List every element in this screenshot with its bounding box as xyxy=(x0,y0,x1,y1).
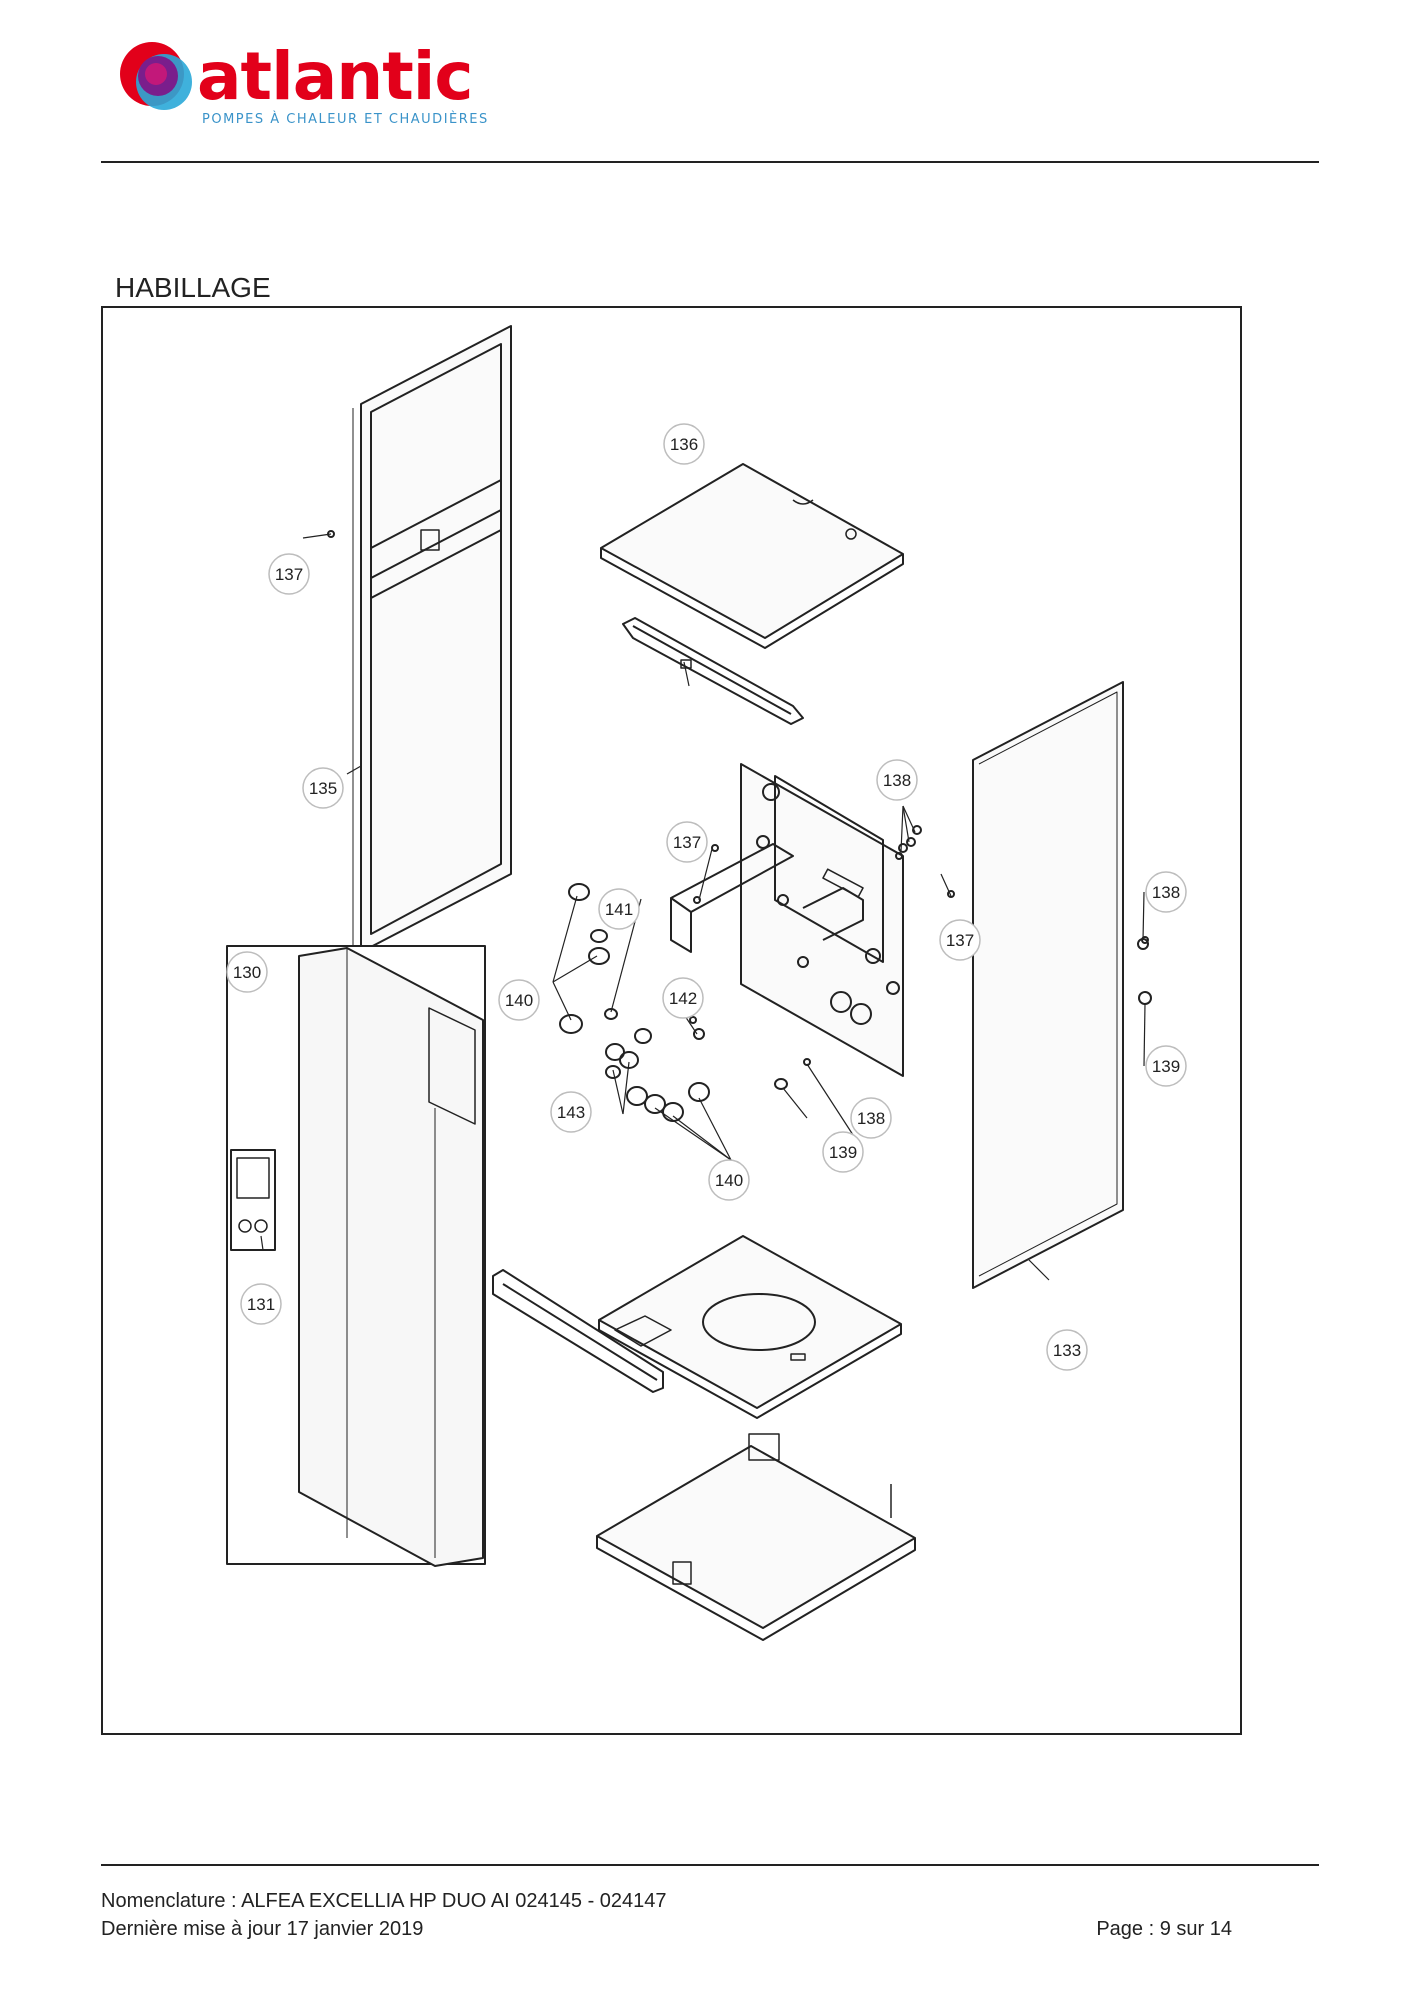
svg-text:138: 138 xyxy=(1152,883,1180,902)
svg-text:137: 137 xyxy=(946,931,974,950)
callout-140-b: 140 xyxy=(708,1159,750,1201)
svg-text:130: 130 xyxy=(233,963,261,982)
callouts: 136 137 135 138 137 138 141 137 130 140 … xyxy=(226,423,1187,1371)
diagram-drawing: 136 137 135 138 137 138 141 137 130 140 … xyxy=(226,325,1187,1641)
callout-139-b: 139 xyxy=(822,1131,864,1173)
footer-page-number: Page : 9 sur 14 xyxy=(1096,1918,1232,1940)
logo-tagline: POMPES À CHALEUR ET CHAUDIÈRES xyxy=(202,112,489,127)
svg-text:141: 141 xyxy=(605,900,633,919)
svg-text:137: 137 xyxy=(275,565,303,584)
svg-text:137: 137 xyxy=(673,833,701,852)
svg-text:139: 139 xyxy=(1152,1057,1180,1076)
front-door-box xyxy=(226,945,486,1567)
svg-text:143: 143 xyxy=(557,1103,585,1122)
control-panel-window xyxy=(230,1149,276,1251)
svg-text:142: 142 xyxy=(669,989,697,1008)
header-divider xyxy=(101,161,1319,163)
callout-137-c: 137 xyxy=(939,919,981,961)
bottom-base xyxy=(596,1433,916,1641)
base-tray xyxy=(598,1235,902,1419)
callout-136: 136 xyxy=(663,423,705,465)
callout-131: 131 xyxy=(240,1283,282,1325)
svg-text:136: 136 xyxy=(670,435,698,454)
callout-133: 133 xyxy=(1046,1329,1088,1371)
exploded-parts-diagram: 136 137 135 138 137 138 141 137 130 140 … xyxy=(101,306,1242,1735)
callout-138-a: 138 xyxy=(876,759,918,801)
footer-divider xyxy=(101,1864,1319,1866)
callout-137-b: 137 xyxy=(666,821,708,863)
brand-logo: atlantic POMPES À CHALEUR ET CHAUDIÈRES xyxy=(112,36,492,136)
lower-side-rail xyxy=(492,1269,664,1393)
callout-135: 135 xyxy=(302,767,344,809)
svg-text:131: 131 xyxy=(247,1295,275,1314)
atlantic-logo-mark xyxy=(120,42,192,110)
grommets xyxy=(327,530,1152,1122)
svg-text:140: 140 xyxy=(505,991,533,1010)
callout-143: 143 xyxy=(550,1091,592,1133)
svg-text:138: 138 xyxy=(883,771,911,790)
mid-bracket xyxy=(670,843,864,953)
callout-138-b: 138 xyxy=(1145,871,1187,913)
footer-update-date: Dernière mise à jour 17 janvier 2019 xyxy=(101,1918,424,1940)
svg-text:139: 139 xyxy=(829,1143,857,1162)
footer-nomenclature: Nomenclature : ALFEA EXCELLIA HP DUO AI … xyxy=(101,1890,667,1912)
svg-text:138: 138 xyxy=(857,1109,885,1128)
callout-141: 141 xyxy=(598,888,640,930)
callout-139-a: 139 xyxy=(1145,1045,1187,1087)
rear-plate xyxy=(740,763,904,1077)
logo-wordmark: atlantic xyxy=(197,38,474,115)
front-top-rail xyxy=(622,617,804,725)
back-frame-panel xyxy=(352,325,512,953)
callout-140-a: 140 xyxy=(498,979,540,1021)
svg-text:135: 135 xyxy=(309,779,337,798)
svg-text:133: 133 xyxy=(1053,1341,1081,1360)
leader-lines xyxy=(260,533,1146,1281)
svg-text:140: 140 xyxy=(715,1171,743,1190)
callout-138-c: 138 xyxy=(850,1097,892,1139)
callout-137-a: 137 xyxy=(268,553,310,595)
callout-130: 130 xyxy=(226,951,268,993)
callout-142: 142 xyxy=(662,977,704,1019)
top-cover xyxy=(600,463,904,649)
right-side-panel xyxy=(972,681,1124,1289)
section-title: HABILLAGE xyxy=(115,272,271,303)
